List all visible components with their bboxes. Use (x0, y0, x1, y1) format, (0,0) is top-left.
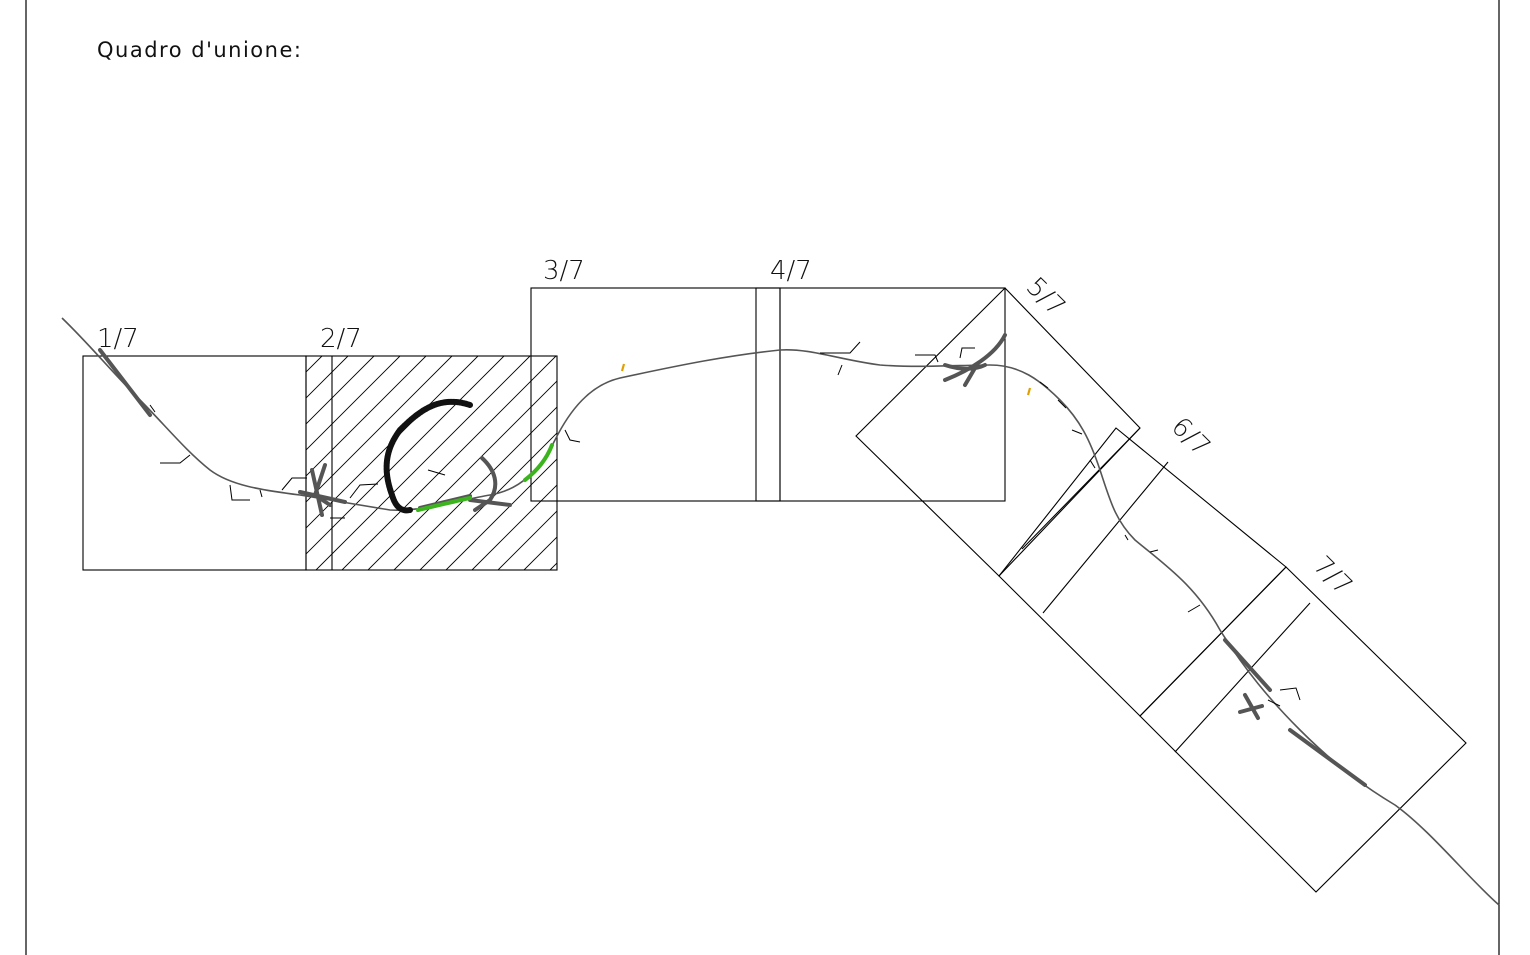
sheet-overlap-line-5-6 (1021, 427, 1141, 550)
sheet-frame-7[interactable] (1139, 566, 1467, 893)
road-segment-10 (943, 363, 987, 371)
sheet-frame-4[interactable] (755, 287, 1006, 502)
sheet-2-hatch (82, 356, 816, 570)
road-segment-9 (963, 366, 977, 387)
hatch-line (306, 356, 323, 373)
sheet-frame-5[interactable] (855, 287, 1141, 577)
hatch-line (523, 536, 557, 570)
hatch-line (393, 406, 557, 570)
hatch-line (367, 380, 557, 570)
road-segment-8 (943, 333, 1007, 382)
sheet-frame-3[interactable] (530, 287, 781, 502)
hatch-line (82, 356, 296, 570)
sheet-label-2: 2/7 (320, 324, 362, 354)
sheet-frame-1[interactable] (82, 355, 307, 571)
hatch-line (445, 458, 557, 570)
hatch-line (306, 356, 453, 503)
road-segment-14 (1288, 728, 1367, 787)
sheet-label-4: 4/7 (770, 256, 812, 286)
hatch-line (419, 432, 557, 570)
road-branch-6 (468, 498, 512, 507)
sheet-label-5: 5/7 (1020, 272, 1071, 323)
hatch-line (306, 356, 401, 451)
sheet-label-3: 3/7 (543, 256, 585, 286)
road-segment-11 (1223, 638, 1272, 692)
sheet-label-7: 7/7 (1307, 551, 1358, 602)
highlight-segment-2 (523, 443, 554, 482)
road-segment-4 (298, 490, 347, 504)
hatch-line (471, 484, 557, 570)
highlight-segment-1 (416, 496, 472, 512)
marker-orange-2 (1026, 387, 1032, 396)
sheet-frame-2[interactable] (305, 355, 558, 571)
hatch-line (315, 356, 531, 570)
road-branch-5 (473, 456, 498, 512)
hatch-line (576, 356, 790, 570)
route-line (61, 317, 1500, 906)
drawing-title: Quadro d'unione: (97, 38, 302, 62)
hatch-line (341, 356, 557, 570)
hatch-line (497, 510, 557, 570)
hatch-line (306, 356, 427, 477)
section-marks (149, 341, 1301, 707)
hatch-line (549, 562, 557, 570)
sheet-overlap-line-6-7 (1174, 602, 1311, 753)
road-segment-13 (1238, 704, 1264, 714)
hatch-line (306, 356, 349, 399)
marker-orange-1 (620, 363, 626, 372)
road-segment-12 (1243, 693, 1260, 720)
road-segment-1 (98, 348, 152, 417)
sheet-frame-6[interactable] (998, 427, 1287, 717)
circuit-track (383, 398, 473, 514)
sheet-label-6: 6/7 (1165, 412, 1216, 463)
hatch-line (306, 356, 505, 555)
hatch-line (602, 356, 816, 570)
hatch-line (306, 356, 375, 425)
hatch-line (306, 356, 479, 529)
sheet-label-1: 1/7 (97, 324, 139, 354)
sheet-overlap-line-5-6b (1042, 461, 1169, 614)
